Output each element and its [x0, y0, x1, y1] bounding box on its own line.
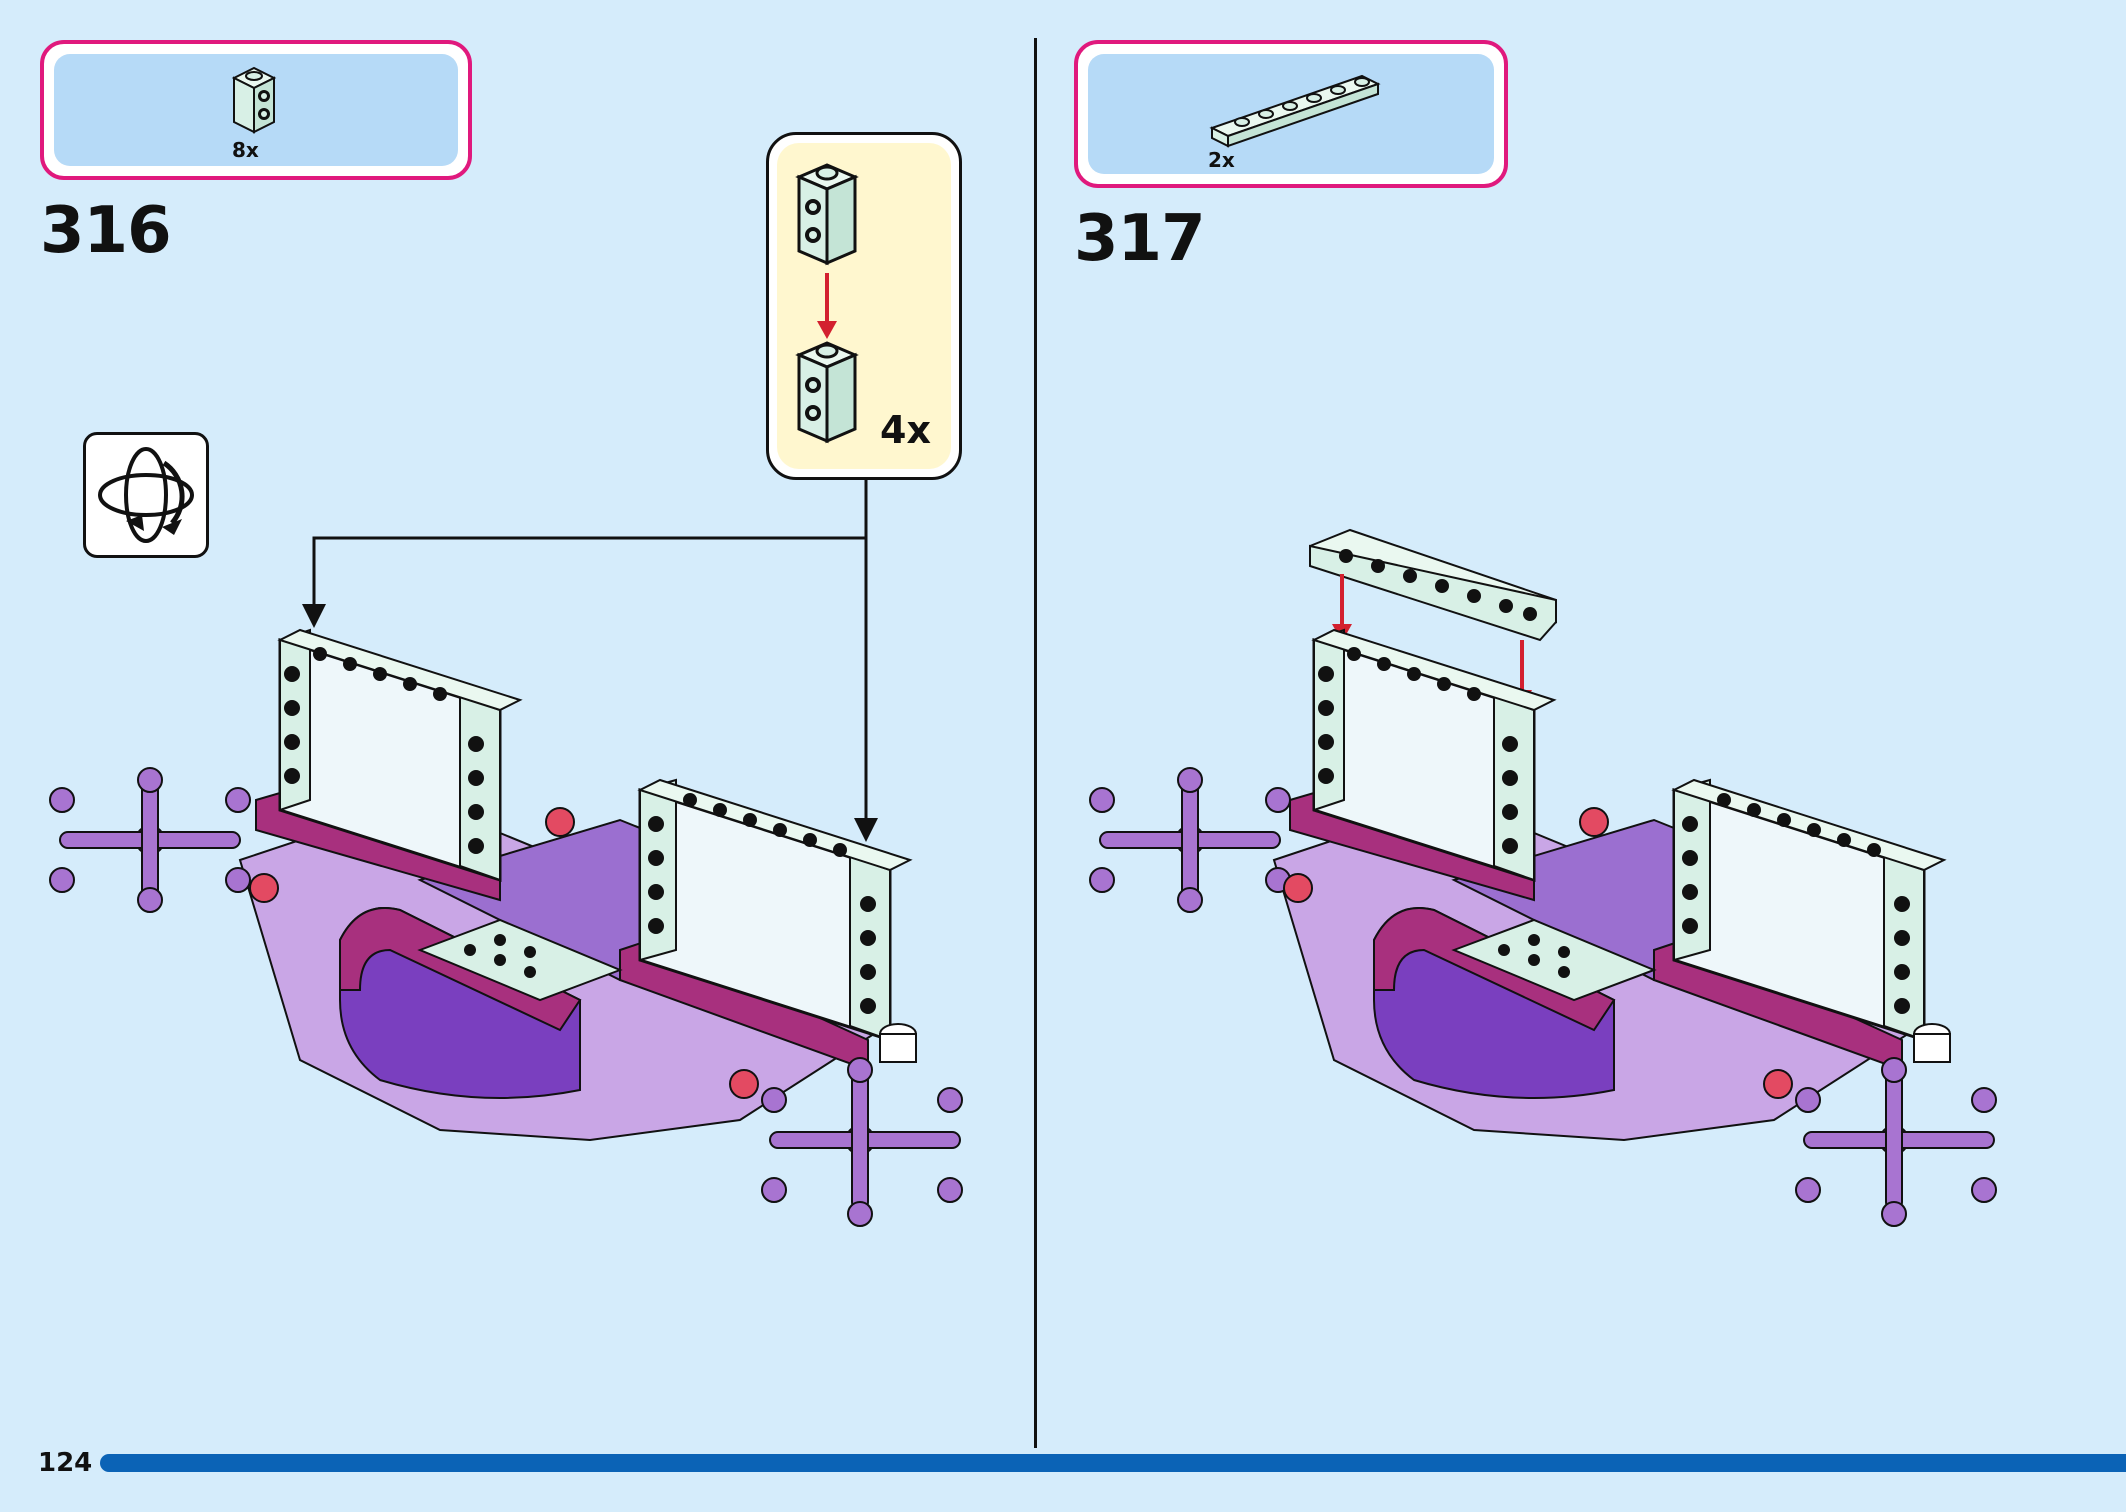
- parts-box-step-317: 2x: [1074, 40, 1508, 188]
- progress-bar: [100, 1454, 2126, 1472]
- step-number: 316: [40, 194, 172, 268]
- parts-qty: 2x: [1208, 148, 1235, 172]
- sub-assembly-callout: [766, 132, 962, 480]
- rotate-model-icon: [83, 432, 209, 558]
- step-number: 317: [1074, 202, 1206, 276]
- callout-qty: 4x: [880, 408, 931, 452]
- parts-box-step-316: 8x: [40, 40, 472, 180]
- page-number: 124: [38, 1448, 93, 1478]
- parts-qty: 8x: [232, 138, 259, 162]
- plate-1x6-icon: [1209, 74, 1381, 148]
- brick-1x1-icon: [231, 66, 277, 134]
- step-316-model: [49, 480, 963, 1227]
- page-divider: [1034, 38, 1037, 1448]
- callout-bricks: [795, 163, 859, 444]
